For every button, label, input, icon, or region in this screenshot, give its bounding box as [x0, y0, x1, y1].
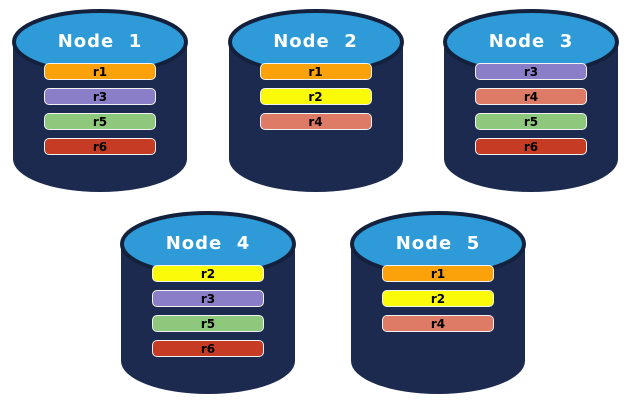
replica-bar-r3: r3	[152, 290, 264, 307]
replica-bar-r1: r1	[382, 265, 494, 282]
replica-bar-r6: r6	[152, 340, 264, 357]
replica-list: r1 r2 r4	[259, 63, 372, 130]
replica-list: r1 r3 r5 r6	[44, 63, 156, 155]
replica-bar-r2: r2	[152, 265, 264, 282]
replica-bar-r4: r4	[382, 315, 494, 332]
replica-bar-r2: r2	[259, 88, 372, 105]
replica-bar-r1: r1	[44, 63, 156, 80]
replica-bar-r2: r2	[382, 290, 494, 307]
replica-bar-r4: r4	[475, 88, 587, 105]
replica-bar-r5: r5	[475, 113, 587, 130]
replica-bar-r4: r4	[259, 113, 372, 130]
replica-bar-r6: r6	[44, 138, 156, 155]
replica-bar-r3: r3	[44, 88, 156, 105]
replica-bar-r6: r6	[475, 138, 587, 155]
replica-list: r3 r4 r5 r6	[475, 63, 587, 155]
replica-bar-r5: r5	[44, 113, 156, 130]
replica-bar-r3: r3	[475, 63, 587, 80]
replica-list: r2 r3 r5 r6	[152, 265, 264, 357]
replica-bar-r5: r5	[152, 315, 264, 332]
replica-list: r1 r2 r4	[382, 265, 494, 332]
replica-bar-r1: r1	[259, 63, 372, 80]
